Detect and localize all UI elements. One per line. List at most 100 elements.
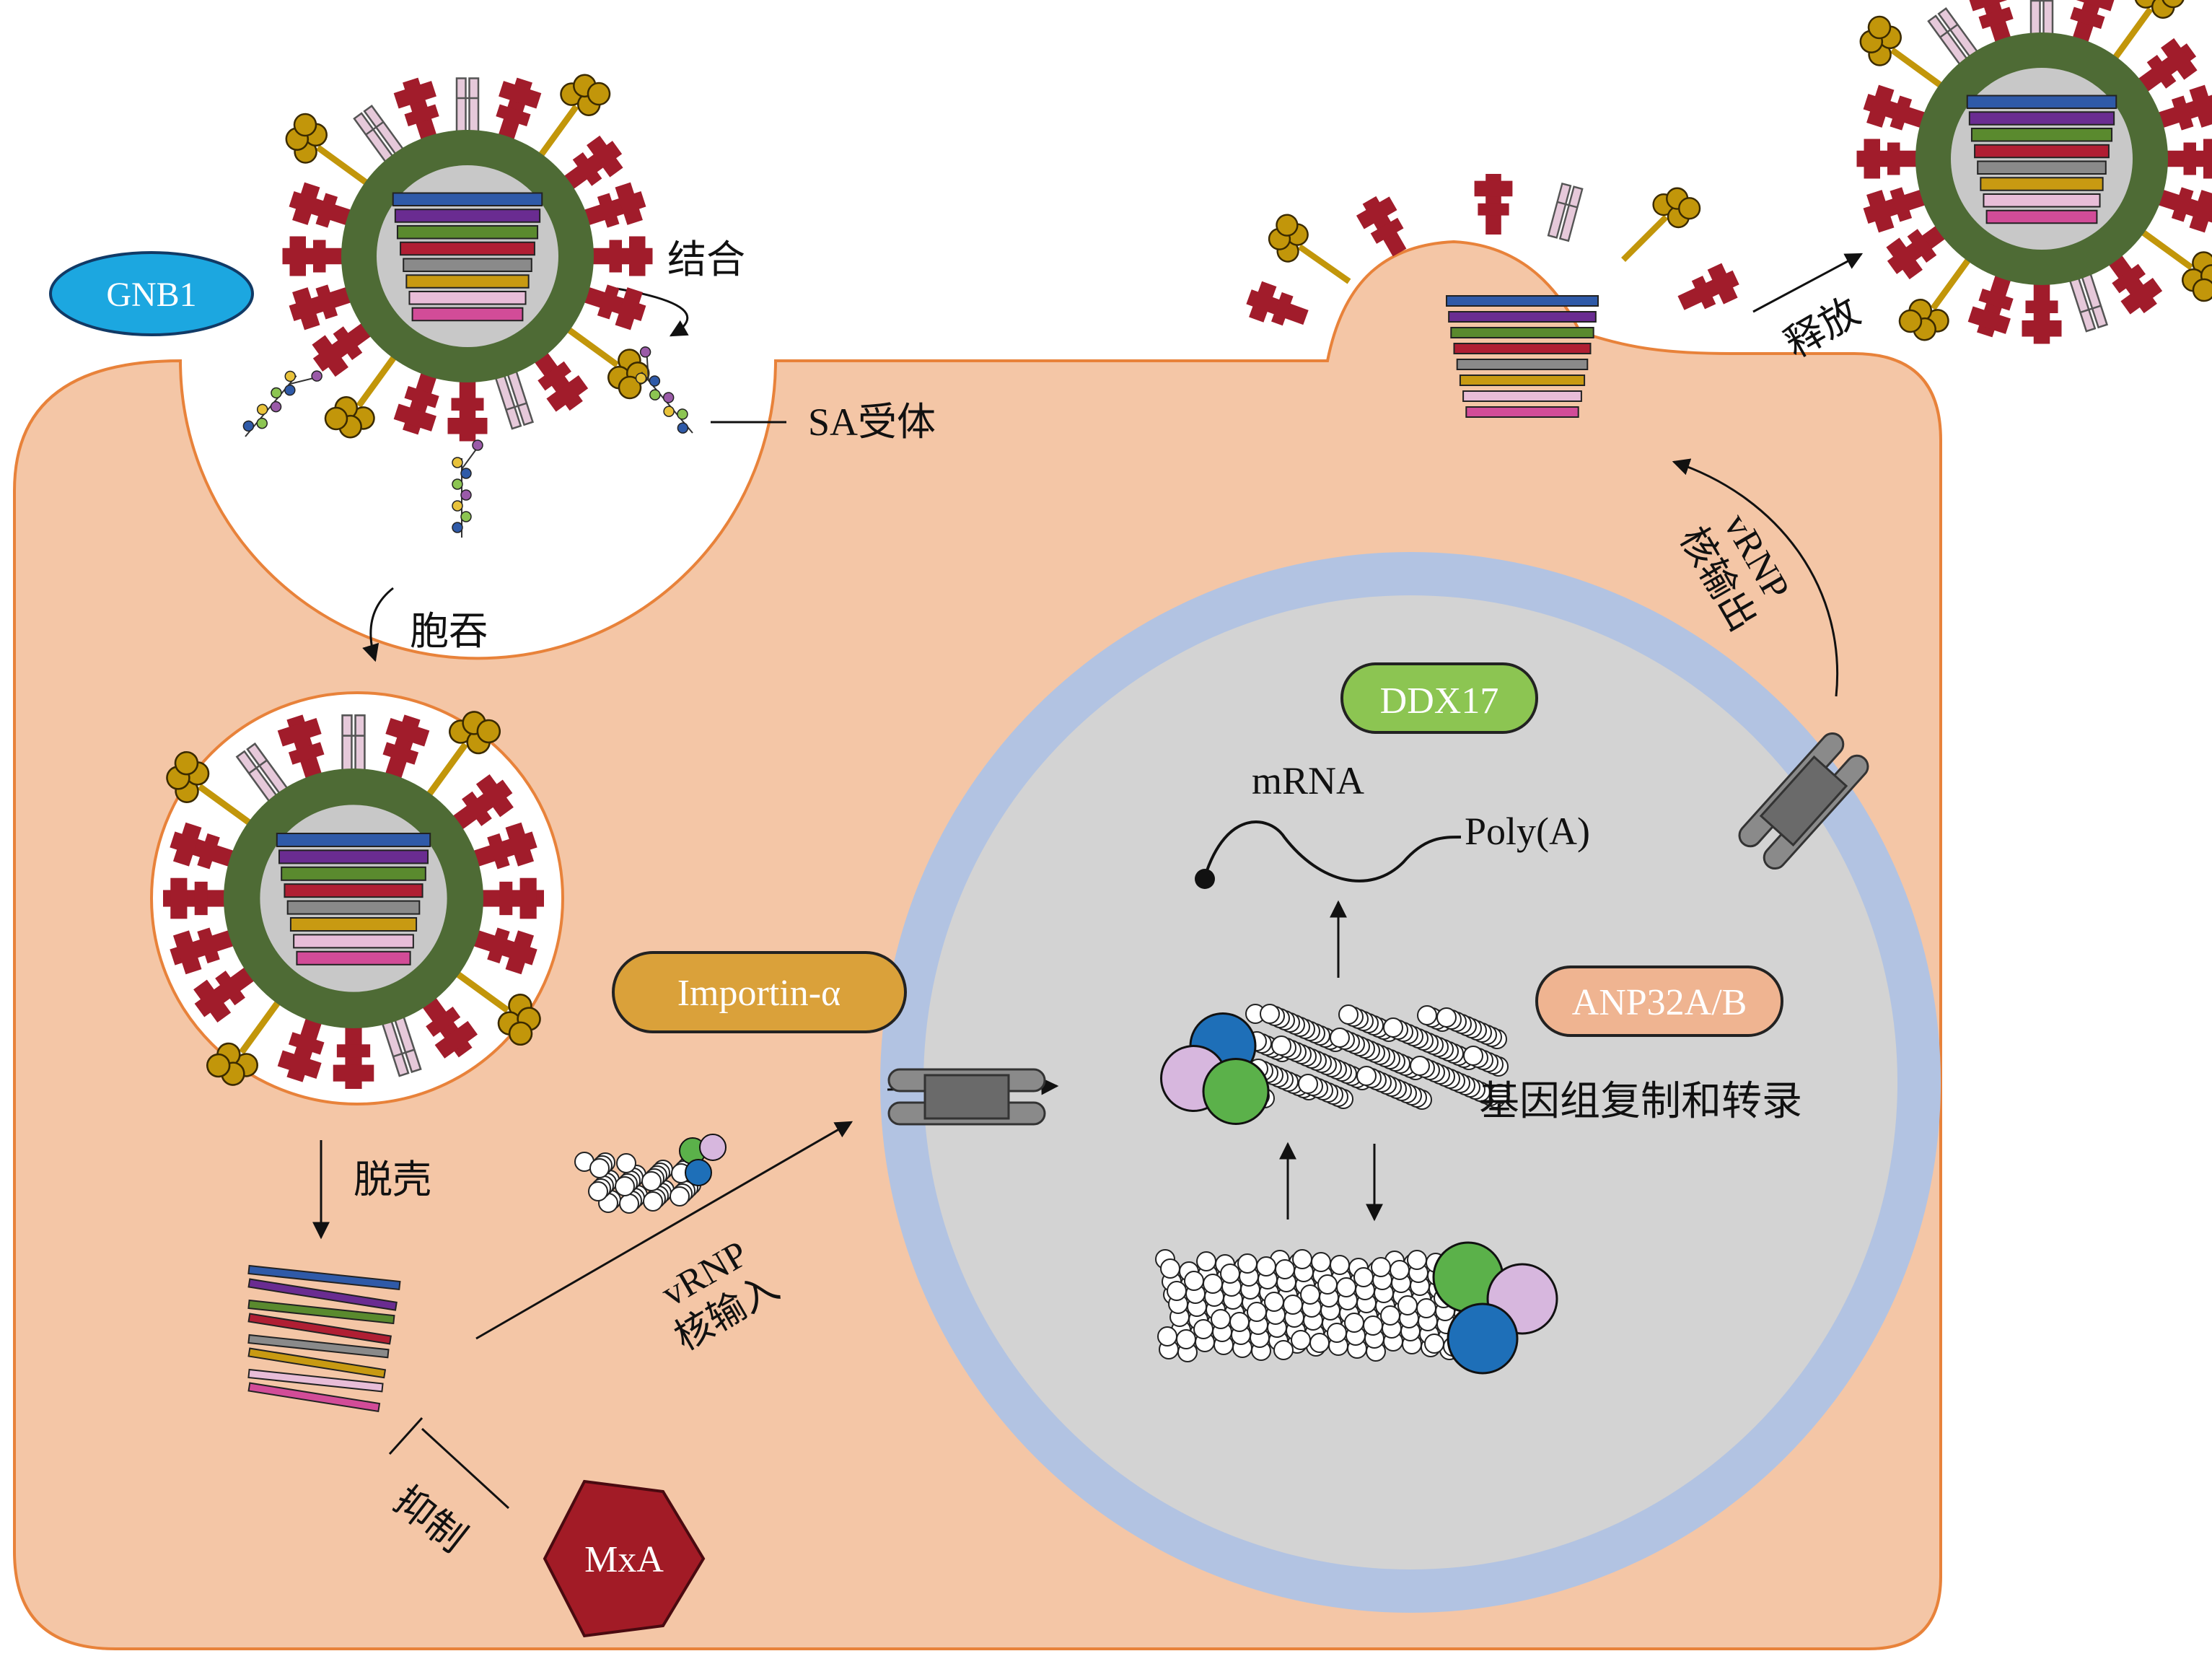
ha-head [546,375,589,412]
m2-channel [341,714,353,774]
na-head [2192,278,2212,302]
ha-head [385,717,430,747]
ha-head [2183,142,2196,175]
ha-head [172,930,202,975]
rna-segment [284,883,423,898]
vrnp-import-arrow [475,1121,853,1340]
rna-segment [392,192,543,206]
ha-head [615,287,643,330]
na-stalk [424,742,468,799]
rna-segment [1450,327,1594,338]
uncoated-segment [247,1347,387,1379]
mrna-cap [1195,869,1215,889]
m2-channel [2042,0,2054,38]
ha-head [519,877,537,919]
ha-head [333,326,363,360]
ha-head [215,971,245,1006]
ha-head [597,193,620,228]
ha-head [505,930,535,975]
ha-head [194,881,208,916]
ha-head [193,979,232,1023]
ha-head [1370,217,1404,244]
endocytosis-label: 胞吞 [410,610,488,653]
ha-head [572,152,602,186]
na-stalk [1890,47,1945,90]
rna-segment [411,307,524,322]
ha-head [487,833,510,870]
na-head [293,113,317,137]
m2-channel [354,714,366,774]
polya-label: Poly(A) [1465,810,1590,853]
sa-receptor [242,370,322,437]
ha-head [1866,190,1895,233]
na-head [174,750,199,776]
na-stalk [536,104,579,159]
sa-receptor [635,346,693,434]
ha-head [1890,95,1913,131]
importin-protein: Importin-α [612,951,907,1033]
ha-head [289,236,306,276]
na-stalk [356,353,399,408]
na-head [587,82,611,106]
ha-head [2189,84,2212,128]
ha-head [2146,55,2177,89]
na-stalk [239,998,283,1055]
na-stalk [315,144,371,188]
uncoated-segment [247,1368,384,1393]
na-stalk [564,325,620,368]
gnb1-protein: GNB1 [49,251,254,336]
sa-receptors [242,346,693,538]
ha-head [496,104,531,127]
rna-segment [1448,311,1597,323]
ha-head [393,403,436,432]
ha-head [1864,139,1880,179]
ha-head [434,1020,478,1059]
nuclear-pore-export [1738,732,1869,870]
m2-channel [468,77,480,136]
ha-head [1474,180,1513,197]
na-stalk [2138,227,2194,271]
gnb1-label: GNB1 [106,276,196,314]
ha-head [172,822,202,867]
ha-head [587,135,623,178]
rna-segment [1966,95,2117,109]
ha-head [2120,278,2163,315]
ha-head [1886,237,1923,280]
importin-label: Importin-α [677,973,841,1014]
ha-head [277,1050,322,1080]
na-head [1867,15,1892,40]
na-head [1678,197,1701,220]
rna-segment [403,258,532,272]
ha-head [292,287,320,330]
ha-head [1967,306,2011,334]
rna-segment [296,950,411,965]
mrna-strand [1203,820,1462,883]
ha-head [499,881,513,916]
na-head [476,719,501,744]
ha-head [1478,203,1509,216]
ha-head [2161,38,2198,80]
uncoating-label: 脱壳 [354,1158,431,1201]
release-arrow [1752,253,1864,313]
na-stalk [1930,255,1973,311]
anp32-label: ANP32A/B [1572,982,1747,1023]
ha-head [609,240,622,273]
ha-head [382,742,419,765]
uncoated-segment [247,1334,390,1359]
na-head [2161,0,2185,9]
ha-head [197,833,220,870]
virion-binding [282,74,653,442]
vrnp-nucleus-bottom [1155,1249,1477,1362]
ha-head [615,182,643,225]
rna-segment [1459,375,1586,386]
mxa-protein: MxA [543,1479,706,1638]
na-stalk [453,969,510,1013]
uncoated-segments [247,1264,401,1413]
ha-head [447,418,488,434]
vrnp-complexes [574,1004,1558,1375]
uncoated-segment [247,1264,401,1291]
ha-head [1890,187,1913,222]
rna-segment [400,241,535,256]
ha-head [1707,263,1738,305]
